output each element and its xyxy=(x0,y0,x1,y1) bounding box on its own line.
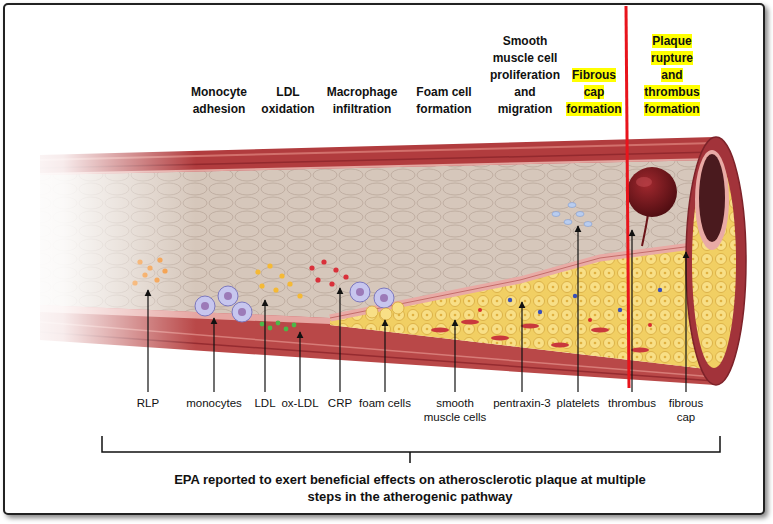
part-label: monocytes xyxy=(186,396,242,410)
stage-heading: Monocyte adhesion xyxy=(184,84,254,118)
part-label: pentraxin-3 xyxy=(493,396,551,410)
stage-heading: Plaque rupture and thrombus formation xyxy=(639,33,705,118)
stage-heading-text: Macrophage infiltration xyxy=(327,85,398,116)
part-label: thrombus xyxy=(608,396,656,410)
part-label: fibrous cap xyxy=(664,396,708,424)
part-label: RLP xyxy=(137,396,159,410)
part-label: foam cells xyxy=(359,396,411,410)
part-label: platelets xyxy=(557,396,600,410)
stage-heading: Fibrous cap formation xyxy=(564,67,624,118)
stage-heading: Macrophage infiltration xyxy=(322,84,402,118)
stage-heading-text: Plaque rupture and thrombus formation xyxy=(644,34,699,116)
stage-heading: Foam cell formation xyxy=(409,84,479,118)
stage-heading-text: Smooth muscle cell proliferation and mig… xyxy=(490,34,560,116)
part-label: ox-LDL xyxy=(281,396,318,410)
stage-heading-text: Fibrous cap formation xyxy=(566,68,621,116)
stage-heading-text: LDL oxidation xyxy=(261,85,314,116)
stage-heading-text: Foam cell formation xyxy=(416,85,471,116)
stage-heading-text: Monocyte adhesion xyxy=(191,85,247,116)
part-label: LDL xyxy=(254,396,275,410)
stage-heading: LDL oxidation xyxy=(258,84,318,118)
caption: EPA reported to exert beneficial effects… xyxy=(170,471,650,505)
part-label: smooth muscle cells xyxy=(420,396,490,424)
part-label: CRP xyxy=(328,396,352,410)
stage-heading: Smooth muscle cell proliferation and mig… xyxy=(487,33,563,118)
